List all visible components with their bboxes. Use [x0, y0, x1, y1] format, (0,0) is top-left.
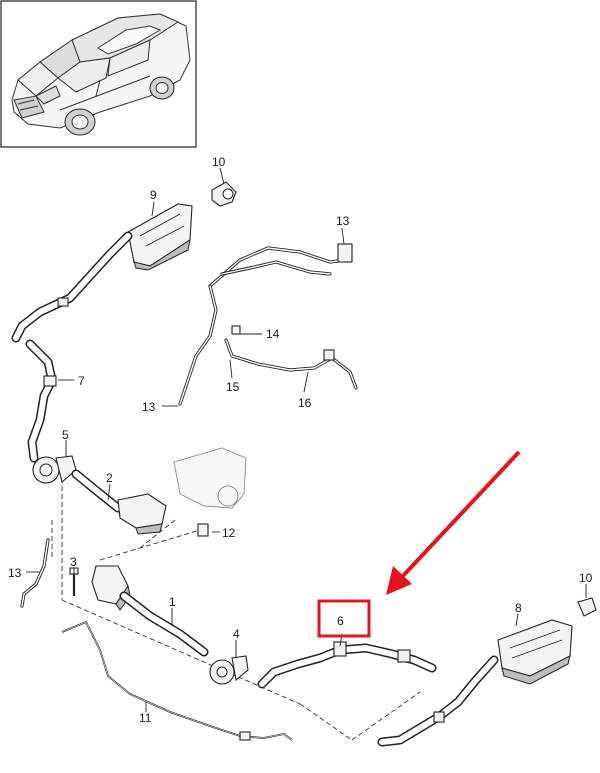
callout-label: 13	[142, 400, 156, 414]
leader-lines	[26, 167, 587, 712]
wire-harness[interactable]	[178, 243, 358, 406]
hose-6[interactable]	[257, 641, 437, 689]
callout-label: 13	[8, 566, 22, 580]
hose-7[interactable]	[11, 231, 133, 463]
callout-label: 14	[266, 327, 280, 341]
reservoir-9[interactable]	[127, 203, 193, 271]
fitting-10-right[interactable]	[577, 597, 597, 617]
callout-label: 10	[579, 571, 593, 585]
vehicle-thumbnail[interactable]	[0, 0, 197, 148]
wire-13-lower[interactable]	[20, 538, 50, 608]
pump-1[interactable]	[91, 565, 209, 657]
callout-label: 4	[233, 627, 240, 641]
callout-label: 16	[298, 396, 312, 410]
callout-label: 1	[169, 595, 176, 609]
highlight-box[interactable]: 6	[317, 599, 371, 638]
callout-label-highlighted: 6	[337, 614, 344, 628]
fitting-10-top[interactable]	[211, 181, 237, 207]
hose-lower-right[interactable]	[377, 655, 499, 747]
callout-label: 13	[336, 214, 350, 228]
callout-label: 3	[70, 555, 77, 569]
callout-label: 9	[150, 188, 157, 202]
red-arrow	[386, 450, 521, 595]
callout-label: 5	[62, 428, 69, 442]
callout-label: 2	[106, 471, 113, 485]
valve-2[interactable]	[71, 469, 167, 535]
sensor-4[interactable]	[209, 655, 249, 685]
dashed-assembly-lines	[51, 478, 421, 741]
thermostat-5[interactable]	[32, 455, 77, 484]
engine-ghost	[173, 447, 247, 509]
callout-label: 11	[139, 711, 152, 725]
callout-labels: 10 9 13 14 15 16 13 7 5 2 12 13 3 1 4 8 …	[8, 155, 593, 725]
callout-label: 15	[226, 380, 240, 394]
callout-label: 8	[515, 601, 522, 615]
callout-label: 7	[78, 374, 85, 388]
car-illustration	[11, 13, 191, 136]
callout-label: 12	[222, 526, 236, 540]
callout-label: 10	[212, 155, 226, 169]
bolt-12[interactable]	[197, 523, 209, 537]
reservoir-8[interactable]	[497, 619, 573, 685]
cable-11[interactable]	[61, 620, 293, 741]
